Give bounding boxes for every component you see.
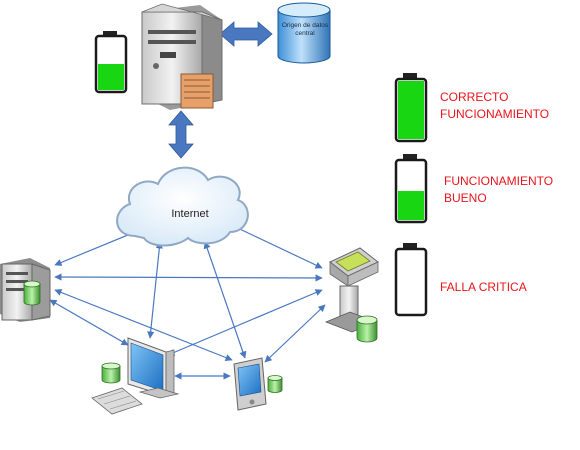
central-server <box>141 3 223 110</box>
legend-battery-empty-icon <box>394 243 428 317</box>
legend-battery-full-fill <box>398 81 424 139</box>
link-left-server-kiosk <box>54 273 323 282</box>
legend-battery-half-icon <box>394 154 428 224</box>
pda-device <box>233 357 283 411</box>
legend-battery-half-fill <box>398 191 424 220</box>
network-links <box>49 221 326 380</box>
internet-cloud <box>116 166 249 247</box>
link-kiosk-computer <box>167 289 323 356</box>
kiosk-terminal <box>324 247 379 343</box>
legend-label-critical: FALLA CRITICA <box>440 280 527 294</box>
server-internet-arrow <box>168 110 194 159</box>
legend-label-good: FUNCIONAMIENTO BUENO <box>444 174 554 205</box>
link-internet-left-server <box>54 229 141 266</box>
left-server <box>0 258 51 322</box>
legend-battery-full-icon <box>394 73 428 143</box>
server-battery-fill <box>98 64 124 90</box>
link-internet-pda <box>203 241 247 359</box>
legend-label-correct: CORRECTO FUNCIONAMIENTO <box>440 90 550 121</box>
central-database <box>277 2 331 64</box>
link-internet-computer <box>147 241 163 339</box>
server-database-arrow <box>219 21 273 47</box>
internet-label: Internet <box>171 208 208 220</box>
link-kiosk-pda <box>264 304 326 363</box>
desktop-computer <box>91 337 180 415</box>
link-left-server-computer <box>49 299 129 346</box>
server-battery-icon <box>94 31 128 94</box>
database-label: Origen de datos central <box>281 22 329 37</box>
